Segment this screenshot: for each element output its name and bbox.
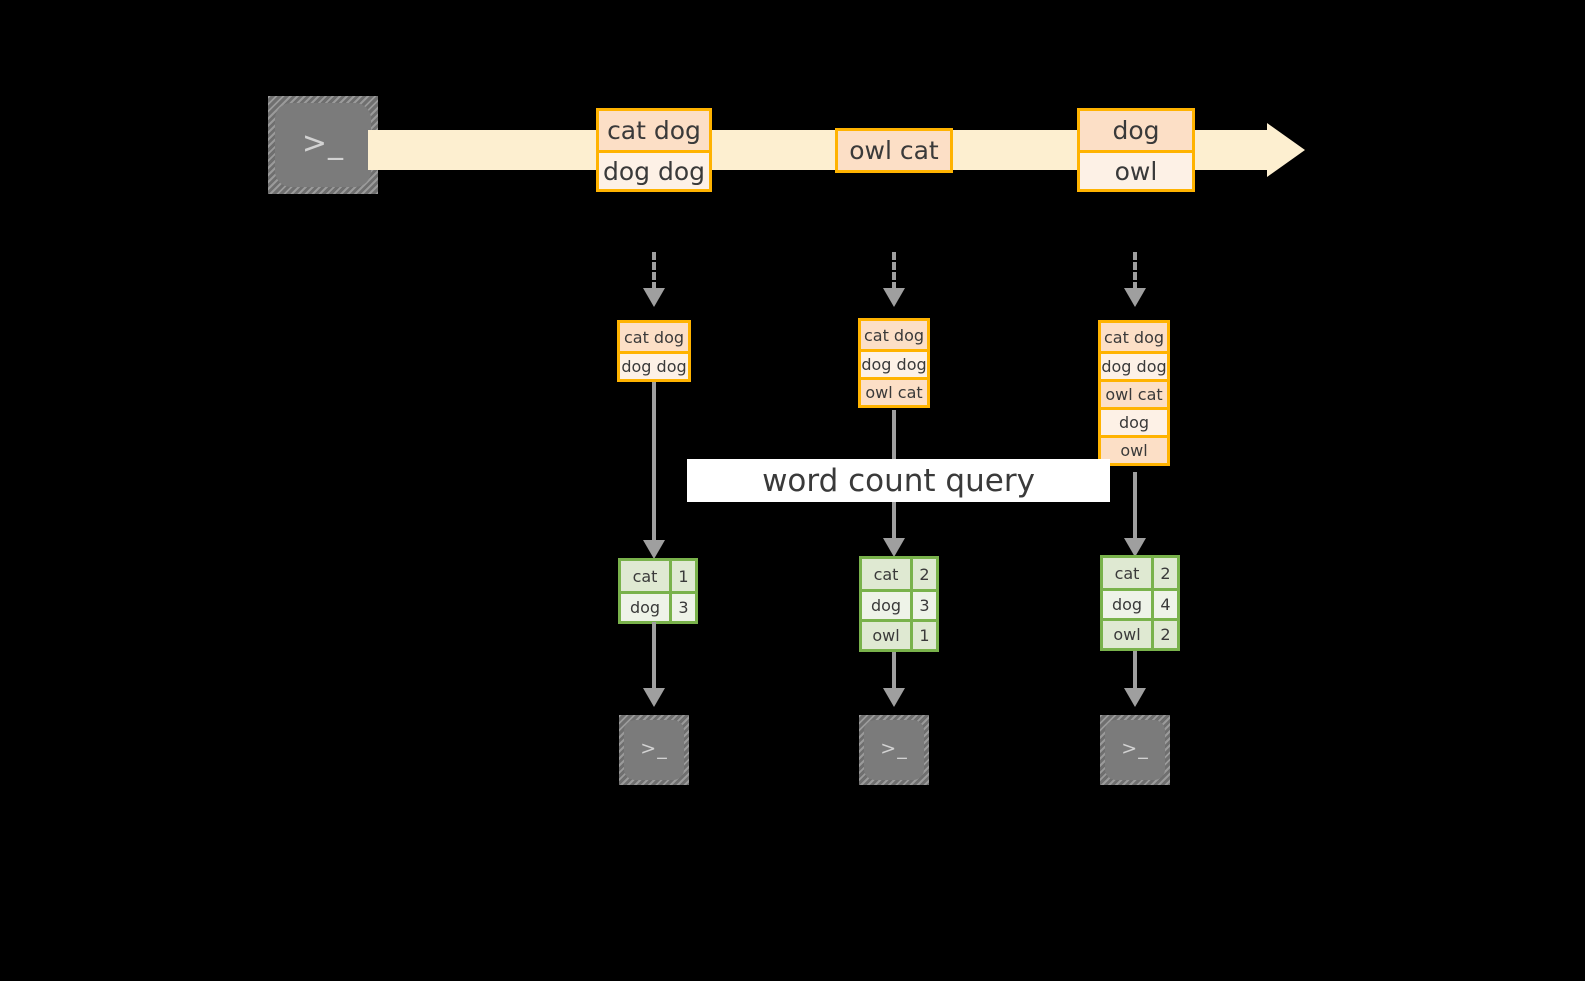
sink-line-col-2 [892, 652, 896, 690]
sink-line-col-3 [1133, 651, 1137, 690]
result-count: 2 [1151, 558, 1177, 588]
terminal-prompt-label: >_ [880, 737, 908, 760]
snapshot-col-1: cat dog dog dog [617, 320, 691, 382]
snapshot-row: owl cat [1101, 379, 1167, 407]
terminal-prompt-label: >_ [301, 125, 345, 161]
result-count: 3 [910, 592, 936, 619]
result-table-col-2: cat 2 dog 3 owl 1 [859, 556, 939, 652]
snapshot-row: owl [1101, 435, 1167, 463]
snapshot-row: dog dog [620, 351, 688, 379]
stream-event-group-3: dog owl [1077, 108, 1195, 192]
result-table-col-3: cat 2 dog 4 owl 2 [1100, 555, 1180, 651]
stream-event-group-2: owl cat [835, 128, 953, 173]
query-arrowhead-col-3 [1124, 538, 1146, 557]
trigger-arrowhead-col-3 [1124, 288, 1146, 307]
snapshot-row: dog dog [861, 349, 927, 377]
query-line-col-3 [1133, 472, 1137, 540]
stream-event: owl [1080, 150, 1192, 189]
result-count: 4 [1151, 591, 1177, 618]
stream-event: cat dog [599, 111, 709, 150]
snapshot-row: owl cat [861, 377, 927, 405]
trigger-arrowhead-col-2 [883, 288, 905, 307]
snapshot-col-2: cat dog dog dog owl cat [858, 318, 930, 408]
table-row: dog 3 [862, 589, 936, 619]
table-row: owl 1 [862, 619, 936, 649]
result-word: owl [862, 622, 910, 649]
trigger-line-col-2 [892, 252, 896, 290]
terminal-screen: >_ [624, 720, 684, 780]
result-count: 2 [1151, 621, 1177, 648]
result-word: dog [1103, 591, 1151, 618]
query-label-text: word count query [762, 462, 1035, 499]
sink-line-col-1 [652, 622, 656, 690]
result-word: cat [621, 561, 669, 591]
terminal-prompt-label: >_ [1121, 737, 1149, 760]
terminal-screen: >_ [275, 103, 371, 187]
stream-event: owl cat [838, 131, 950, 170]
stream-event: dog [1080, 111, 1192, 150]
query-arrowhead-col-1 [643, 540, 665, 559]
snapshot-row: cat dog [620, 323, 688, 351]
query-label: word count query [687, 459, 1110, 502]
result-word: cat [1103, 558, 1151, 588]
trigger-line-col-1 [652, 252, 656, 290]
table-row: owl 2 [1103, 618, 1177, 648]
stream-arrowhead [1267, 123, 1305, 177]
terminal-screen: >_ [1105, 720, 1165, 780]
sink-terminal-icon-col-3: >_ [1100, 715, 1170, 785]
sink-arrowhead-col-1 [643, 688, 665, 707]
stream-event-group-1: cat dog dog dog [596, 108, 712, 192]
result-count: 3 [669, 594, 695, 621]
table-row: cat 2 [862, 559, 936, 589]
trigger-arrowhead-col-1 [643, 288, 665, 307]
result-count: 2 [910, 559, 936, 589]
result-table-col-1: cat 1 dog 3 [618, 558, 698, 624]
snapshot-row: dog [1101, 407, 1167, 435]
sink-terminal-icon-col-2: >_ [859, 715, 929, 785]
result-count: 1 [669, 561, 695, 591]
sink-terminal-icon-col-1: >_ [619, 715, 689, 785]
query-arrowhead-col-2 [883, 538, 905, 557]
table-row: cat 2 [1103, 558, 1177, 588]
result-word: owl [1103, 621, 1151, 648]
sink-arrowhead-col-2 [883, 688, 905, 707]
snapshot-row: dog dog [1101, 351, 1167, 379]
snapshot-row: cat dog [861, 321, 927, 349]
trigger-line-col-3 [1133, 252, 1137, 290]
terminal-prompt-label: >_ [640, 737, 668, 760]
table-row: dog 4 [1103, 588, 1177, 618]
snapshot-col-3: cat dog dog dog owl cat dog owl [1098, 320, 1170, 466]
terminal-screen: >_ [864, 720, 924, 780]
table-row: dog 3 [621, 591, 695, 621]
result-count: 1 [910, 622, 936, 649]
table-row: cat 1 [621, 561, 695, 591]
result-word: dog [621, 594, 669, 621]
query-line-col-1 [652, 382, 656, 542]
snapshot-row: cat dog [1101, 323, 1167, 351]
result-word: dog [862, 592, 910, 619]
result-word: cat [862, 559, 910, 589]
source-terminal-icon: >_ [268, 96, 378, 194]
sink-arrowhead-col-3 [1124, 688, 1146, 707]
stream-event: dog dog [599, 150, 709, 189]
